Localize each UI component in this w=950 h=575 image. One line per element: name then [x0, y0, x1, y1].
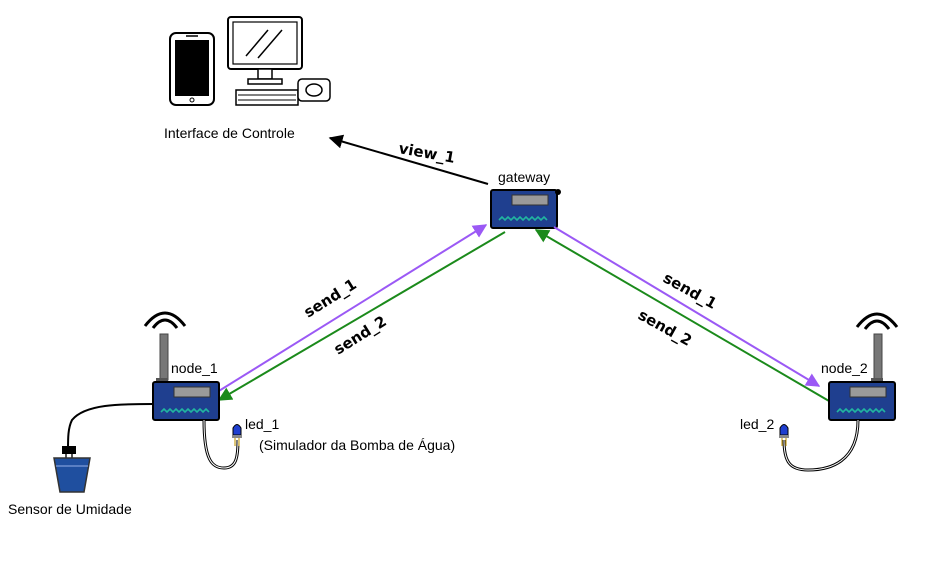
interface-label: Interface de Controle	[164, 125, 295, 141]
edge-send-1-left-label: send_1	[301, 275, 360, 321]
edge-send-2-left-label: send_2	[331, 312, 390, 358]
edge-send-2-left	[217, 231, 506, 401]
edge-view-1	[328, 134, 489, 185]
node-1-label: node_1	[171, 360, 218, 376]
edge-send-1-right-label: send_1	[660, 269, 720, 313]
node-2-label: node_2	[821, 360, 868, 376]
smartphone-icon	[169, 32, 215, 106]
antenna-icon	[855, 312, 899, 383]
led-1-label: led_1	[245, 416, 279, 432]
gateway-device	[490, 189, 561, 229]
edge-send-2-right	[534, 229, 830, 402]
edge-send-1-right	[553, 226, 821, 387]
edge-view-1-label: view_1	[397, 139, 456, 167]
node-1-device	[152, 381, 220, 421]
pump-note-label: (Simulador da Bomba de Água)	[259, 437, 455, 453]
sensor-cable	[67, 403, 154, 451]
gateway-label: gateway	[498, 169, 550, 185]
edge-send-2-right-label: send_2	[635, 306, 695, 350]
edge-send-1-left	[213, 224, 488, 395]
desktop-computer-icon	[227, 16, 331, 106]
humidity-sensor-icon	[53, 446, 91, 493]
antenna-icon	[143, 311, 187, 383]
led-2-cable	[782, 419, 860, 472]
led-icon	[779, 424, 789, 446]
sensor-label: Sensor de Umidade	[8, 501, 132, 517]
led-2-label: led_2	[740, 416, 774, 432]
led-icon	[232, 424, 242, 446]
node-2-device	[828, 381, 896, 421]
